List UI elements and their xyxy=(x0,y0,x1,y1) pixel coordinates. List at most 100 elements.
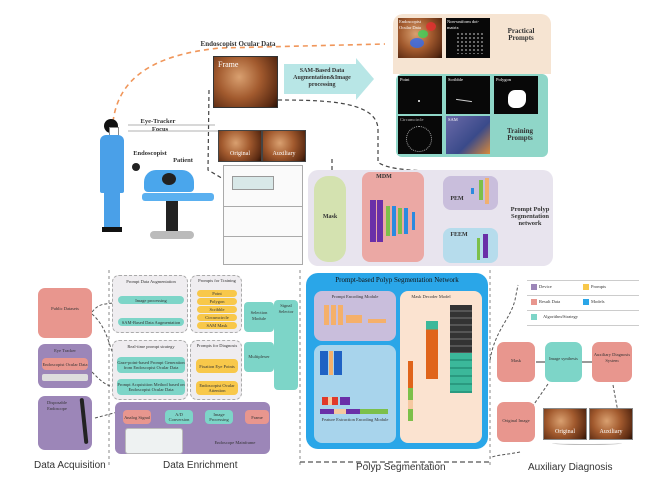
endoscopy-scene xyxy=(100,115,215,275)
tracker-link-line xyxy=(91,371,119,389)
legend-swatch-algorithm xyxy=(531,314,537,320)
data-acquisition-section-label: Data Acquisition xyxy=(34,460,106,471)
image-synthesis-box: Image synthesis xyxy=(545,342,582,382)
signal-selector-label: Signal Selector xyxy=(278,303,294,314)
feature-bar xyxy=(320,409,334,414)
mdm-label: MDM xyxy=(376,174,392,180)
tile-label: Endoscopist Ocular Data xyxy=(399,19,421,30)
legend-label: Models xyxy=(591,299,605,304)
layer-bar xyxy=(485,178,489,204)
frame-link-line xyxy=(207,89,226,181)
monitor-stand xyxy=(552,440,622,445)
polyp-segmentation-section-label: Polyp Segmentation xyxy=(356,462,446,473)
prompts-diagnosis-group: Prompts for Diagnosis Fixation Eye Point… xyxy=(190,340,242,400)
prompt-data-augmentation-group: Prompt Data Augmentation Image processin… xyxy=(112,275,188,333)
prompt-data-aug-title: Prompt Data Augmentation xyxy=(126,279,176,284)
prompt-encoding-module: Prompt Encoding Module xyxy=(314,291,396,341)
analog-signal-step: Analog Signal xyxy=(123,410,151,424)
focus-label: Focus xyxy=(151,126,169,133)
training-tile-circumcircle: Circumcircle xyxy=(398,116,442,154)
aux-system-label: Auxiliary Diagnosis System xyxy=(593,352,631,363)
patient-label: Patient xyxy=(173,157,193,164)
tile-label: Circumcircle xyxy=(400,117,424,122)
diag-mask-box: Mask xyxy=(497,342,535,382)
tile-label: Point xyxy=(400,77,410,82)
training-prompts-title: Training Prompts xyxy=(507,127,533,142)
endoscope-mainframe-label: Endoscope Mainframe xyxy=(214,440,256,445)
scribble-mark xyxy=(456,98,472,103)
diag-monitor-original: Original xyxy=(543,408,587,440)
cart-shelf xyxy=(224,206,302,207)
decoder-bar xyxy=(408,361,413,421)
endoscope-handle xyxy=(132,163,140,171)
sam-augmentation-arrow: SAM-Based Data Augmentation&Image proces… xyxy=(284,58,374,100)
layer-bar xyxy=(392,206,396,236)
segmentation-network-title: Prompt-based Polyp Segmentation Network xyxy=(335,276,459,284)
decoder-stack xyxy=(426,321,438,379)
mainframe-device-image xyxy=(125,428,183,454)
doctor-legs xyxy=(104,193,120,229)
bed-stand xyxy=(166,201,178,231)
feature-extraction-module: Feature Extraction Encoding Module xyxy=(314,345,396,443)
aux-to-image-line xyxy=(612,384,619,413)
original-image-label: Original Image xyxy=(502,418,530,423)
sam-augmentation-step: SAM-Based Data Augmentation xyxy=(118,318,184,326)
endoscope-mainframe-group: Analog Signal A/D Conversion Image Proce… xyxy=(115,402,270,454)
prompts-diagnosis-title: Prompts for Diagnosis xyxy=(196,343,238,348)
data-enrichment-section-label: Data Enrichment xyxy=(163,460,238,471)
dot-matrix xyxy=(456,32,484,54)
training-tile-scribble: Scribble xyxy=(446,76,490,114)
public-datasets-box: Public Datasets xyxy=(38,288,92,338)
encoder-layer xyxy=(324,305,329,325)
prompts-training-group: Prompts for Training Point Polygon Scrib… xyxy=(190,275,242,333)
circle-mark xyxy=(406,126,432,152)
layer-bar xyxy=(477,238,480,260)
layer-bar xyxy=(412,212,415,230)
multiplexer-label: Multiplexer xyxy=(248,354,270,359)
polygon-mark xyxy=(508,90,526,108)
diag-link-line xyxy=(489,284,519,361)
prompt-ocular-attention: Endoscopist Ocular Attention xyxy=(196,381,238,395)
legend-swatch-prompts xyxy=(583,284,589,290)
sam-arrow-label: SAM-Based Data Augmentation&Image proces… xyxy=(293,68,351,88)
layer-bar xyxy=(471,188,474,194)
feature-extraction-label: Feature Extraction Encoding Module xyxy=(321,417,389,422)
ocular-data-arrow xyxy=(112,43,386,123)
monitor-original: Original xyxy=(218,130,262,162)
image-synthesis-label: Image synthesis xyxy=(549,356,578,361)
multiplexer-box: Multiplexer xyxy=(244,342,274,372)
tile-label: SAM xyxy=(448,117,458,122)
patient-head xyxy=(162,173,176,185)
cart-shelf xyxy=(224,236,302,237)
network-panel xyxy=(308,170,553,266)
frame-label: Frame xyxy=(218,60,239,69)
legend-rule xyxy=(527,325,639,326)
diag-mask-label: Mask xyxy=(511,358,521,363)
prompt-point: Point xyxy=(197,290,237,297)
prompt-fixation-points: Fixation Eye Points xyxy=(196,359,238,373)
aux-diagnosis-system-box: Auxiliary Diagnosis System xyxy=(592,342,632,382)
doctor-body xyxy=(100,135,124,193)
mask-decoder-module: Mask Decoder Model xyxy=(400,291,482,443)
diag-auxiliary-label: Auxiliary xyxy=(599,429,623,435)
fusion-block xyxy=(340,397,350,405)
selection-module-label: Selection Module xyxy=(250,310,268,321)
legend-label: Algorithm/Strategy xyxy=(543,314,578,319)
encoder-layer xyxy=(331,305,336,325)
mainframe-unit xyxy=(232,176,274,190)
layer-bar xyxy=(479,180,483,200)
eye-tracker-device xyxy=(42,374,88,381)
encoder-block xyxy=(334,351,342,375)
encoder-block xyxy=(320,351,328,375)
encoder-layer xyxy=(338,305,343,325)
pem-label: PEM xyxy=(450,196,464,202)
legend-label: Device xyxy=(539,284,552,289)
feature-bar xyxy=(334,409,346,414)
point-mark xyxy=(418,100,420,102)
layer-bar xyxy=(377,200,383,242)
encoder-layer xyxy=(368,319,386,323)
tile-label: Non-uniform dot-matrix xyxy=(447,19,480,30)
encoder-block xyxy=(329,351,333,375)
feem-label: FEEM xyxy=(450,232,468,238)
feature-bar xyxy=(346,409,360,414)
